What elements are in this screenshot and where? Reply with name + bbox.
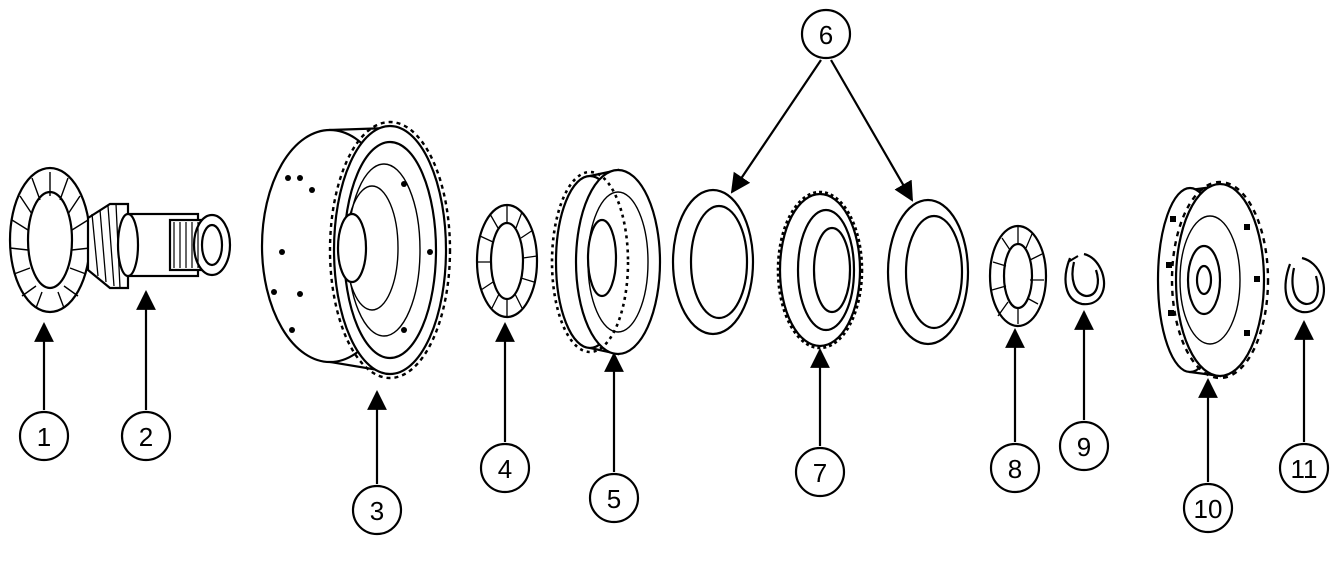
part-6-washer-left [671, 188, 755, 336]
callout-circle [1058, 420, 1110, 472]
part-9-snap-ring [1064, 252, 1106, 306]
part-6-washer-right [886, 198, 970, 346]
callout-9: 9 [1058, 420, 1110, 472]
part-8-thrust-bearing [988, 224, 1048, 328]
part-10-planet-carrier [1156, 180, 1270, 380]
callout-11: 11 [1278, 442, 1330, 494]
callout-number: 8 [1008, 454, 1022, 484]
callout-circle [800, 8, 852, 60]
callout-circle [588, 472, 640, 524]
callout-4: 4 [479, 442, 531, 494]
callout-5: 5 [588, 472, 640, 524]
callout-1: 1 [18, 410, 70, 462]
callout-3: 3 [351, 484, 403, 536]
callout-circle [18, 410, 70, 462]
part-2-output-shaft [86, 202, 232, 290]
callout-number: 9 [1077, 432, 1091, 462]
part-1-thrust-bearing [8, 166, 92, 314]
callout-number: 2 [139, 422, 153, 452]
callout-number: 4 [498, 454, 512, 484]
part-7-roller-bearing [776, 190, 864, 350]
callout-circle [351, 484, 403, 536]
callout-circle [120, 410, 172, 462]
callout-2: 2 [120, 410, 172, 462]
callout-6: 6 [800, 8, 852, 60]
part-4-thrust-bearing [475, 203, 539, 319]
callout-10: 10 [1182, 482, 1234, 534]
callout-number: 11 [1291, 454, 1318, 484]
arrow-6-left [730, 59, 822, 194]
part-3-clutch-drum [260, 120, 452, 380]
callout-circle [479, 442, 531, 494]
callout-number: 6 [819, 20, 833, 50]
arrow-6-right [830, 59, 913, 202]
callout-number: 10 [1194, 494, 1223, 524]
callout-number: 1 [37, 422, 51, 452]
callout-circle [1182, 482, 1234, 534]
callout-number: 7 [813, 458, 827, 488]
callout-number: 3 [370, 496, 384, 526]
part-5-planetary-gear [550, 168, 662, 356]
callout-labels: 1 2 3 4 5 6 7 8 9 10 11 [18, 8, 1330, 536]
callout-7: 7 [794, 446, 846, 498]
part-11-snap-ring [1284, 256, 1326, 314]
callout-circle [794, 446, 846, 498]
callout-circle [989, 442, 1041, 494]
callout-circle [1278, 442, 1330, 494]
leader-arrows [34, 59, 1314, 484]
callout-number: 5 [607, 484, 621, 514]
callout-8: 8 [989, 442, 1041, 494]
